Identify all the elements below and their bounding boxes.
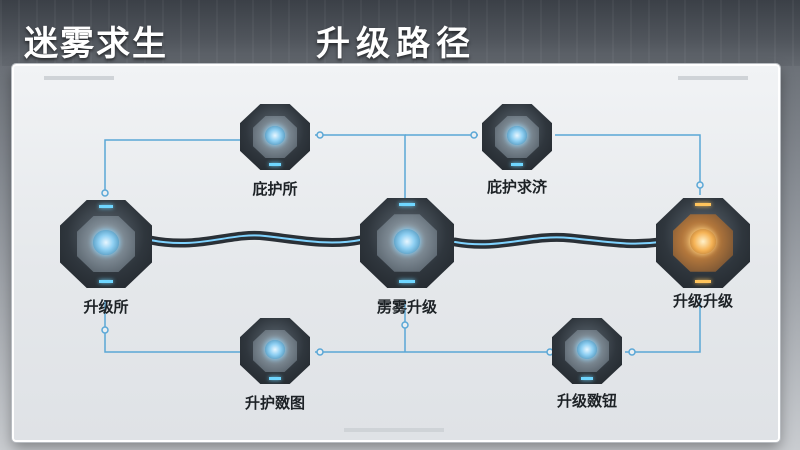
link-node-dot — [696, 181, 704, 189]
node-shelter-rescue[interactable] — [482, 104, 552, 170]
node-upgrade-button[interactable] — [552, 318, 622, 384]
node-label-upgrade-button: 升级敪钮 — [556, 392, 617, 410]
node-label-shelter: 庇护所 — [252, 180, 298, 198]
node-upgrade-map[interactable] — [240, 318, 310, 384]
pipe-left-center-glow — [149, 234, 361, 245]
node-light — [399, 279, 415, 283]
node-core-icon — [393, 228, 421, 254]
node-core-icon — [93, 229, 119, 255]
node-light — [399, 203, 415, 207]
link-node-dot — [101, 189, 109, 197]
panel-decoration — [44, 76, 114, 80]
node-core-icon — [265, 126, 285, 145]
panel-decoration — [344, 428, 444, 432]
node-upgrade-station[interactable] — [60, 200, 152, 288]
node-light — [581, 377, 593, 381]
game-title: 迷雾求生 — [24, 24, 168, 64]
node-light — [511, 163, 523, 167]
link-node-dot — [628, 348, 636, 356]
node-core-icon — [265, 340, 285, 359]
link-rescue-to-right — [555, 134, 701, 195]
node-light — [269, 377, 281, 381]
link-node-dot — [101, 326, 109, 334]
node-light — [695, 203, 711, 207]
panel-decoration — [678, 76, 748, 80]
link-node-dot — [316, 348, 324, 356]
link-left-to-shelter — [104, 139, 240, 195]
page-title: 升级路径 — [316, 24, 476, 64]
pipe-center-right-glow — [454, 236, 661, 246]
node-core-icon — [507, 126, 527, 145]
node-light — [269, 163, 281, 167]
node-light — [695, 279, 711, 283]
node-light — [98, 279, 114, 283]
link-node-dot — [401, 321, 409, 329]
node-label-shelter-rescue: 庇护求济 — [486, 178, 547, 196]
header-bar — [0, 0, 800, 66]
node-upgrade-upgrade[interactable] — [656, 198, 750, 288]
link-left-to-map — [104, 300, 240, 353]
node-light — [98, 205, 114, 209]
node-core-icon — [689, 228, 717, 254]
link-node-dot — [316, 131, 324, 139]
link-button-to-right — [625, 300, 701, 353]
node-label-upgrade-station: 升级所 — [83, 298, 129, 316]
node-label-upgrade-map: 升护敪图 — [244, 394, 305, 412]
link-node-dot — [470, 131, 478, 139]
node-fog-upgrade[interactable] — [360, 198, 454, 288]
node-label-upgrade-upgrade: 升级升级 — [672, 292, 733, 310]
node-shelter[interactable] — [240, 104, 310, 170]
node-core-icon — [577, 340, 597, 359]
node-label-fog-upgrade: 雳雾升级 — [376, 298, 437, 316]
